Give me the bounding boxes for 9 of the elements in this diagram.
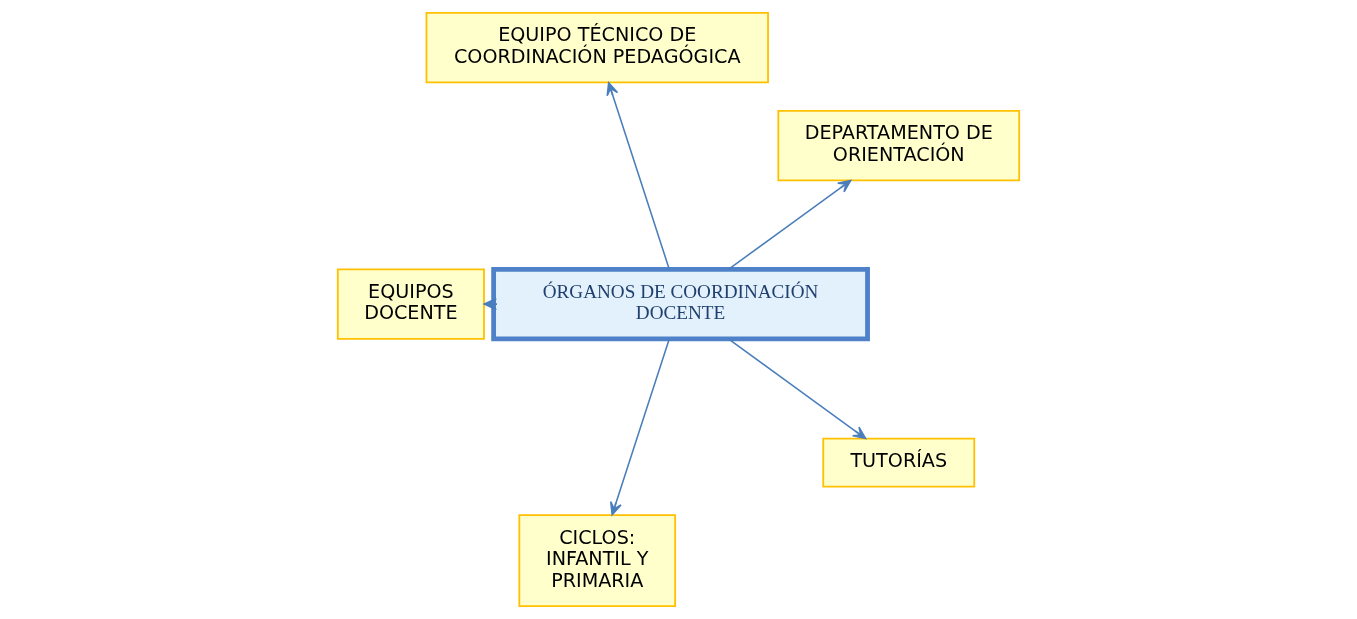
node-box: CICLOS: INFANTIL Y PRIMARIA [518,514,677,608]
arrow [606,81,670,270]
node-box: EQUIPOS DOCENTE [336,268,485,340]
arrow [727,179,852,271]
arrow [727,338,867,440]
node-box: TUTORÍAS [822,437,976,488]
node-box: EQUIPO TÉCNICO DE COORDINACIÓN PEDAGÓGICA [425,11,769,84]
node-box: DEPARTAMENTO DE ORIENTACIÓN [777,109,1021,182]
arrow [610,338,670,516]
